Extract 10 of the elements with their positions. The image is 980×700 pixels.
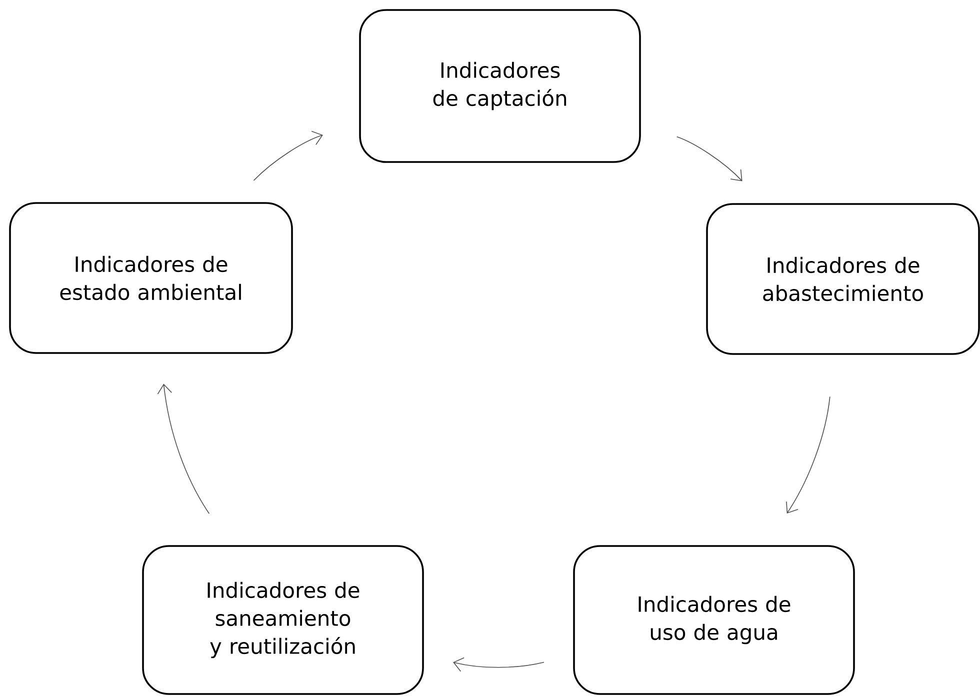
- process-box: Indicadores de saneamiento y reutilización: [142, 545, 424, 695]
- arrow: [253, 130, 323, 181]
- arrow: [676, 136, 742, 182]
- process-box: Indicadores de uso de agua: [573, 545, 855, 695]
- process-box: Indicadores de abastecimiento: [706, 203, 980, 355]
- process-box: Indicadores de estado ambiental: [9, 202, 293, 354]
- arrow: [157, 384, 210, 514]
- process-box: Indicadores de captación: [359, 9, 641, 163]
- arrow: [786, 396, 830, 514]
- arrow: [453, 657, 544, 672]
